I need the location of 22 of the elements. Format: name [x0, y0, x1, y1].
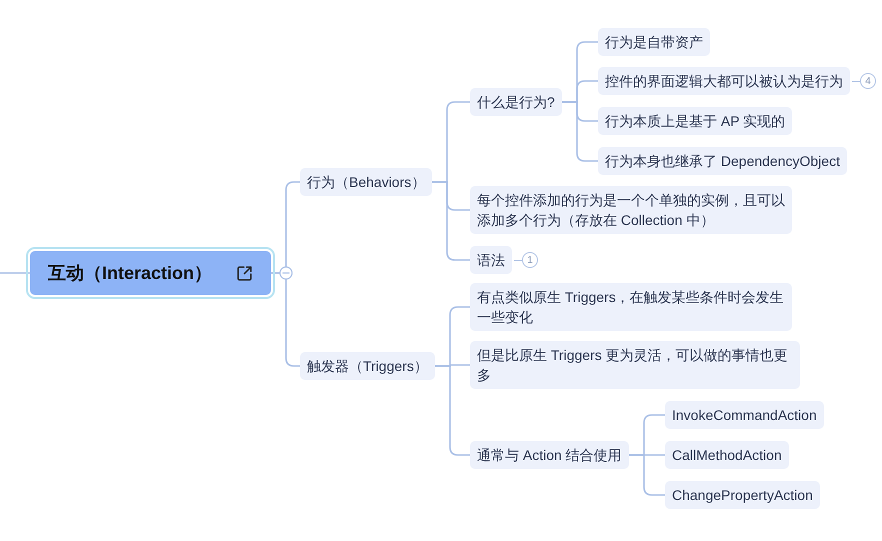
root-topic — [30, 251, 272, 295]
topic-box: CallMethodAction — [665, 441, 789, 469]
topic-box: 什么是行为? — [470, 88, 562, 116]
topic-box: 语法 — [470, 246, 512, 274]
connector-line — [435, 365, 470, 456]
topic-box: ChangePropertyAction — [665, 481, 820, 509]
connector-line — [562, 101, 598, 162]
topic-box: 通常与 Action 结合使用 — [470, 441, 629, 469]
connector-line — [0, 272, 30, 274]
topic-box: 控件的界面逻辑大都可以被认为是行为 — [598, 67, 850, 95]
topic-box: 但是比原生 Triggers 更为灵活，可以做的事情也更多 — [470, 341, 800, 389]
connector-line — [432, 181, 470, 261]
topic-box: 行为本质上是基于 AP 实现的 — [598, 107, 792, 135]
topic-box: 有点类似原生 Triggers，在触发某些条件时会发生一些变化 — [470, 283, 792, 331]
topic-text: 互动（Interaction） — [48, 262, 212, 285]
topic-box: 行为是自带资产 — [598, 28, 710, 56]
topic-box: InvokeCommandAction — [665, 401, 824, 429]
connector-line — [629, 454, 665, 496]
topic-box: 行为（Behaviors） — [300, 168, 432, 196]
topic-box: 行为本身也继承了 DependencyObject — [598, 147, 847, 175]
topic-box: 触发器（Triggers） — [300, 352, 435, 380]
topic-box: 每个控件添加的行为是一个个单独的实例，且可以添加多个行为（存放在 Collection 中） — [470, 186, 792, 234]
